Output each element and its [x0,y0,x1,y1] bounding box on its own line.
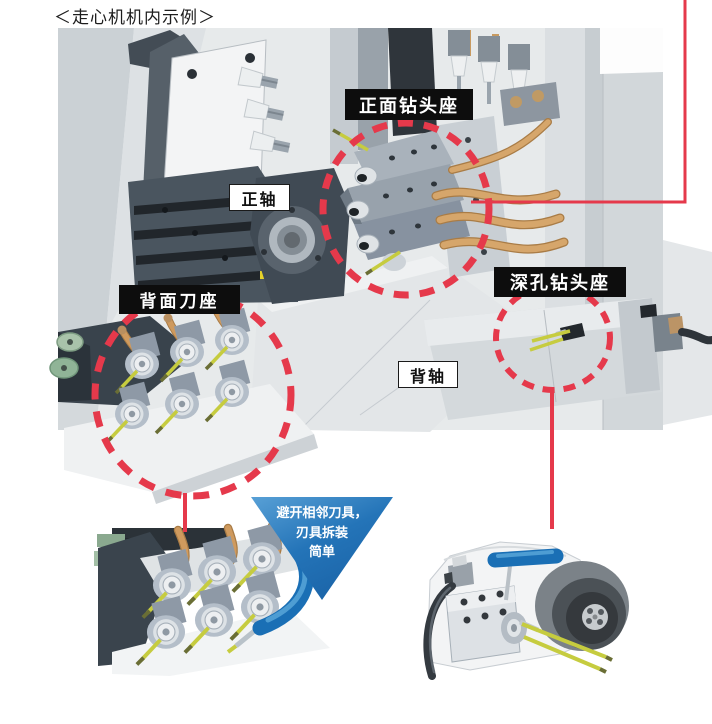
label-front-drill-holder: 正面钻头座 [345,89,473,120]
t-handle-wrench-right [487,548,564,601]
callout-line-2: 刃具拆装 [295,524,348,540]
callout-line-1: 避开相邻刀具， [276,505,368,520]
leader-line-top-right [471,0,687,204]
back-spindle-unit [424,298,712,420]
coolant-pipes [431,82,569,254]
highlight-circle-front-drill-holder [319,119,493,299]
callout-line-3: 简单 [308,544,335,559]
page-title: ＜走心机机内示例＞ [54,8,216,27]
label-back-spindle: 背轴 [398,361,458,388]
deep-hole-drills [529,323,585,352]
vertical-drill-chucks [447,29,531,113]
detail-image-deep-hole-unit [423,541,629,680]
label-main-spindle: 正轴 [229,184,290,211]
label-deep-hole-drill-holder: 深孔钻头座 [494,267,626,297]
highlight-circle-back-tool-holder [91,290,295,500]
label-back-tool-holder: 背面刀座 [119,285,240,314]
